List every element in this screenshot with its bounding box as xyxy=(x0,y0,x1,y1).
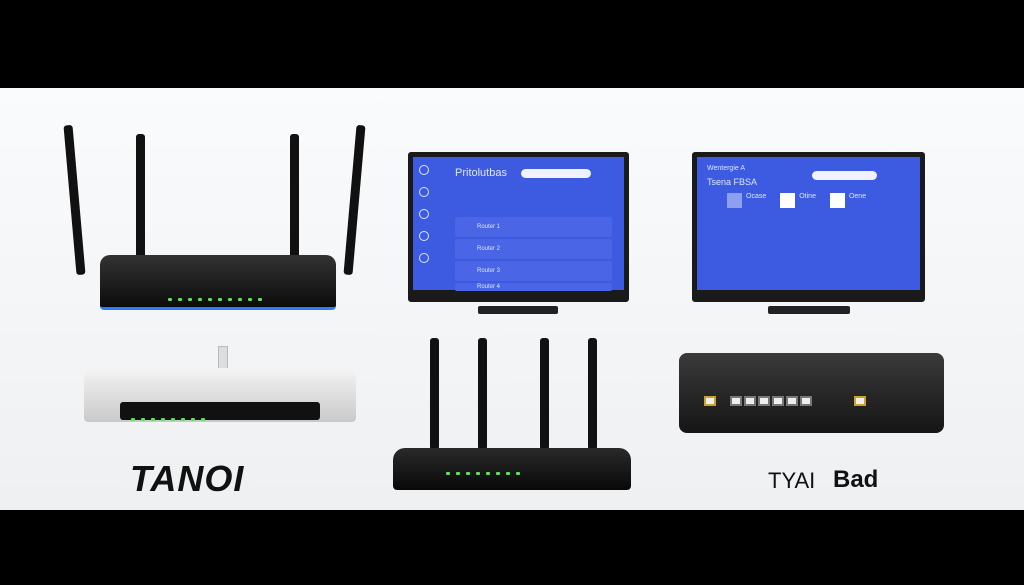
screen-title: Wentergie A xyxy=(707,165,746,172)
brand-logo-bad: Bad xyxy=(833,466,879,493)
product-showcase: Pritolutbas Router 1 Router 2 Router 3 R… xyxy=(0,88,1024,510)
monitor-dashboard: Pritolutbas Router 1 Router 2 Router 3 R… xyxy=(408,152,629,302)
dashboard-title: Pritolutbas xyxy=(455,167,507,179)
brand-logo-tyai: TYAI xyxy=(768,468,816,493)
search-input[interactable] xyxy=(812,171,877,180)
tile-label[interactable]: Ocase xyxy=(746,193,767,200)
tile-label[interactable]: Otine xyxy=(799,193,816,200)
screen-subtitle: Tsena FBSA xyxy=(707,177,758,187)
monitor-settings: Wentergie A Tsena FBSA Ocase Otine Oene xyxy=(692,152,925,302)
list-item[interactable]: Router 4 xyxy=(455,283,612,291)
tile-label[interactable]: Oene xyxy=(848,193,867,200)
search-input[interactable] xyxy=(521,169,591,178)
list-item[interactable]: Router 2 xyxy=(455,239,612,259)
brand-logo-tanoi: TANOI xyxy=(130,458,245,499)
network-switch xyxy=(679,353,944,433)
list-item[interactable]: Router 1 xyxy=(455,217,612,237)
list-item[interactable]: Router 3 xyxy=(455,261,612,281)
